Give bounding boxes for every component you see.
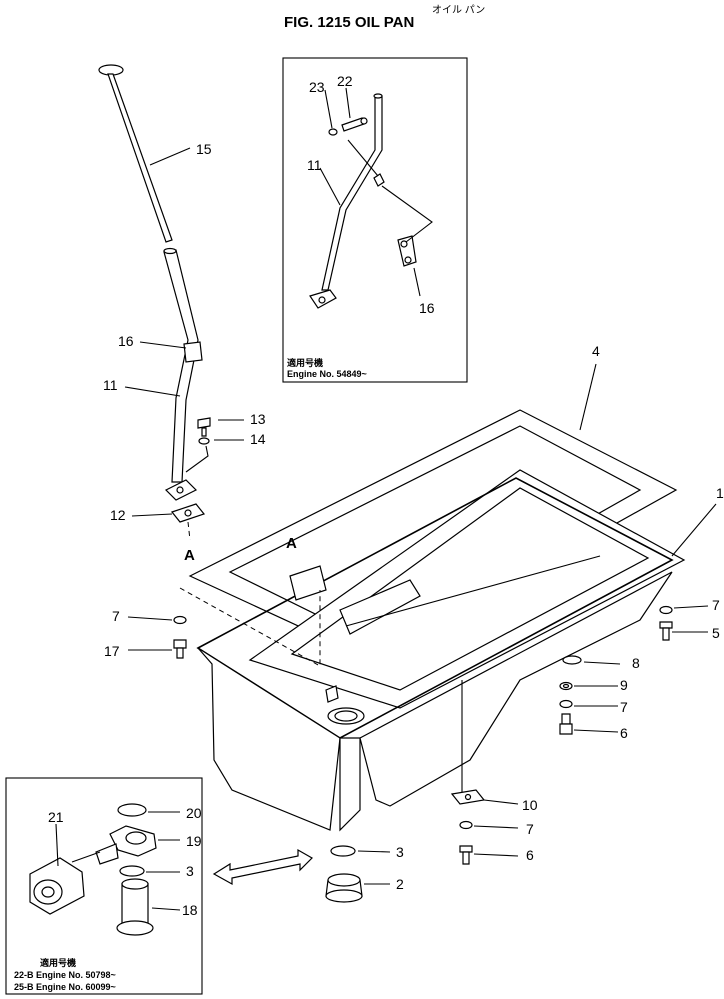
inset-bottom-note-1: 22-B Engine No. 50798~ xyxy=(14,970,116,980)
dipstick-15 xyxy=(98,64,173,243)
callout-22: 22 xyxy=(337,73,353,89)
clip-16 xyxy=(183,341,203,363)
callout-5: 5 xyxy=(712,625,720,641)
callout-3: 3 xyxy=(396,844,404,860)
inset-washer-23 xyxy=(328,128,338,136)
oil-pan-body xyxy=(196,477,674,832)
plate-10 xyxy=(450,789,486,805)
valve-21 xyxy=(29,851,101,915)
inset-bolt-22 xyxy=(341,117,368,132)
inset-bottom-note-jp: 適用号機 xyxy=(40,957,76,968)
oring-3 xyxy=(330,845,356,857)
elbow-19 xyxy=(95,825,157,865)
callout-6-right: 6 xyxy=(620,725,628,741)
callout-17: 17 xyxy=(104,643,120,659)
callout-14: 14 xyxy=(250,431,266,447)
plug-2 xyxy=(325,873,363,903)
washer-7-right-mid xyxy=(559,699,573,709)
callout-15: 15 xyxy=(196,141,212,157)
bolt-13 xyxy=(197,417,211,437)
callout-11: 11 xyxy=(103,377,118,393)
callout-8: 8 xyxy=(632,655,640,671)
bolt-6-lower xyxy=(459,845,473,865)
oring-8 xyxy=(562,655,582,665)
callout-9: 9 xyxy=(620,677,628,693)
section-marker-a-left: A xyxy=(184,547,195,564)
inset-top-note-jp: 適用号機 xyxy=(287,357,323,368)
interchange-arrow xyxy=(212,848,313,886)
callout-20: 20 xyxy=(186,805,202,821)
callout-12: 12 xyxy=(110,507,126,523)
inset-frame-bottom xyxy=(5,777,203,995)
guide-tube-11 xyxy=(163,247,199,501)
washer-7-lower xyxy=(459,820,473,830)
callout-4: 4 xyxy=(592,343,600,359)
oring-20 xyxy=(117,803,147,817)
inset-bracket-16 xyxy=(397,235,417,267)
bolt-5 xyxy=(659,621,673,641)
callout-23: 23 xyxy=(309,79,325,95)
oring-3-inset xyxy=(119,865,145,877)
figure-subtitle-jp: オイル パン xyxy=(432,4,485,16)
callout-6-lower: 6 xyxy=(526,847,534,863)
inset-dipstick-guide xyxy=(309,93,385,309)
figure-title: FIG. 1215 OIL PAN xyxy=(284,14,414,31)
washer-14 xyxy=(198,437,210,445)
inset-top-note: Engine No. 54849~ xyxy=(287,369,367,379)
callout-10: 10 xyxy=(522,797,538,813)
gasket-12 xyxy=(170,503,206,523)
inset-bottom-note-2: 25-B Engine No. 60099~ xyxy=(14,982,116,992)
callout-13: 13 xyxy=(250,411,266,427)
callout-11-inset: 11 xyxy=(307,157,322,173)
callout-16: 16 xyxy=(118,333,134,349)
gasket-1 xyxy=(248,469,686,709)
adapter-18 xyxy=(116,878,154,936)
inset-frame-top xyxy=(282,57,468,383)
callout-19: 19 xyxy=(186,833,202,849)
plug-6 xyxy=(559,713,573,735)
bolt-17 xyxy=(173,639,187,659)
section-marker-a-pan: A xyxy=(286,535,297,552)
callout-21: 21 xyxy=(48,809,64,825)
callout-7-right-mid: 7 xyxy=(620,699,628,715)
washer-7-right-top xyxy=(659,605,673,615)
callout-7-left: 7 xyxy=(112,608,120,624)
callout-16-inset: 16 xyxy=(419,300,435,316)
washer-7-left xyxy=(173,615,187,625)
callout-7-right-top: 7 xyxy=(712,597,720,613)
callout-18: 18 xyxy=(182,902,198,918)
callout-7-lower: 7 xyxy=(526,821,534,837)
callout-1: 1 xyxy=(716,485,724,501)
callout-3-inset: 3 xyxy=(186,863,194,879)
washer-9 xyxy=(559,681,573,691)
callout-2: 2 xyxy=(396,876,404,892)
